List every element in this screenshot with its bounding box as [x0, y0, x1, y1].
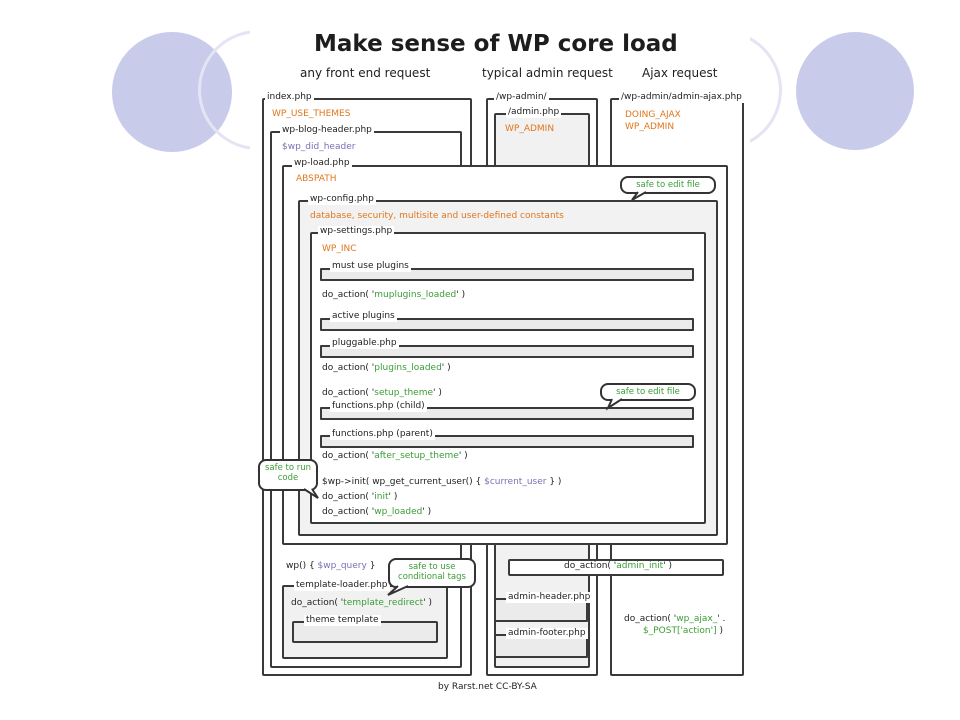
wp-load-label: wp-load.php: [292, 158, 352, 169]
wp-blog-header-label: wp-blog-header.php: [280, 125, 374, 136]
plugins-loaded-action: do_action( 'plugins_loaded' ): [322, 363, 451, 373]
functions-child-label: functions.php (child): [330, 401, 427, 412]
wp-ajax-action: do_action( 'wp_ajax_' .: [624, 614, 726, 624]
index-php-label: index.php: [265, 92, 314, 103]
active-plugins-label: active plugins: [330, 311, 397, 322]
setup-theme-action: do_action( 'setup_theme' ): [322, 388, 442, 398]
diagram-title: Make sense of WP core load: [314, 31, 678, 57]
wp-inc-constant: WP_INC: [322, 244, 357, 254]
column-header-ajax: Ajax request: [642, 66, 718, 80]
doing-ajax-constant: DOING_AJAX: [625, 110, 681, 120]
wp-init-call: $wp->init( wp_get_current_user() { $curr…: [322, 477, 562, 487]
wp-did-header-var: $wp_did_header: [282, 142, 356, 152]
wp-settings-label: wp-settings.php: [318, 226, 395, 237]
right-decorative-circle: [796, 32, 914, 150]
safe-to-edit-file-bubble-theme: safe to edit file: [600, 383, 696, 401]
theme-template-label: theme template: [304, 615, 381, 626]
constants-note: database, security, multisite and user-d…: [310, 211, 564, 221]
pluggable-bar: [320, 345, 694, 358]
safe-to-use-conditional-tags-bubble: safe to use conditional tags: [388, 558, 476, 588]
wp-admin-label: /wp-admin/: [494, 92, 549, 103]
active-plugins-bar: [320, 318, 694, 331]
column-header-front: any front end request: [300, 66, 431, 80]
after-setup-theme-action: do_action( 'after_setup_theme' ): [322, 451, 468, 461]
must-use-plugins-label: must use plugins: [330, 261, 411, 272]
admin-init-action: do_action( 'admin_init' ): [564, 561, 673, 571]
credit-line: by Rarst.net CC-BY-SA: [438, 682, 537, 692]
wp-admin-constant: WP_ADMIN: [505, 124, 555, 134]
pluggable-label: pluggable.php: [330, 338, 399, 349]
template-loader-label: template-loader.php: [294, 580, 390, 591]
wp-query-call: wp() { $wp_query }: [286, 561, 376, 571]
functions-parent-label: functions.php (parent): [330, 429, 435, 440]
admin-ajax-label: /wp-admin/admin-ajax.php: [619, 92, 744, 103]
must-use-plugins-bar: [320, 268, 694, 281]
wp-loaded-action: do_action( 'wp_loaded' ): [322, 507, 432, 517]
safe-to-edit-file-bubble-config: safe to edit file: [620, 176, 716, 194]
template-redirect-action: do_action( 'template_redirect' ): [291, 598, 433, 608]
muplugins-loaded-action: do_action( 'muplugins_loaded' ): [322, 290, 466, 300]
ajax-wp-admin-constant: WP_ADMIN: [625, 122, 675, 132]
admin-header-label: admin-header.php: [506, 592, 593, 603]
abspath-constant: ABSPATH: [296, 174, 337, 184]
admin-footer-label: admin-footer.php: [506, 628, 588, 639]
safe-to-run-code-bubble: safe to run code: [258, 459, 318, 491]
column-header-admin: typical admin request: [482, 66, 613, 80]
admin-php-label: /admin.php: [506, 107, 562, 118]
init-action: do_action( 'init' ): [322, 492, 398, 502]
wp-use-themes-constant: WP_USE_THEMES: [272, 109, 351, 119]
wp-ajax-post-action: $_POST['action'] ): [643, 626, 723, 636]
admin-init-box: [508, 559, 724, 576]
wp-config-label: wp-config.php: [308, 194, 376, 205]
